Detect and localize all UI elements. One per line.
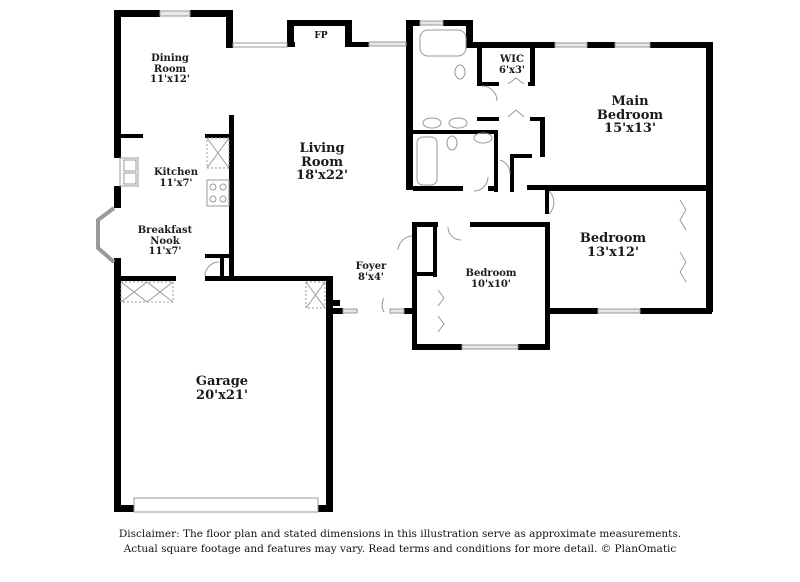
room-garage: Garage 20'x21' — [196, 375, 248, 402]
disclaimer-line-1: Disclaimer: The floor plan and stated di… — [118, 528, 682, 540]
room-name: Main — [611, 94, 649, 109]
fireplace-label: FP — [314, 31, 327, 41]
room-dimensions: 10'x10' — [471, 278, 511, 290]
room-foyer: Foyer 8'x4' — [355, 261, 387, 283]
disclaimer: Disclaimer: The floor plan and stated di… — [0, 527, 800, 557]
room-dimensions: 11'x12' — [150, 74, 190, 85]
room-dimensions: 13'x12' — [587, 244, 639, 260]
room-name: Room — [301, 154, 343, 170]
room-name: Living — [299, 141, 345, 156]
room-dimensions: 11'x7' — [148, 246, 182, 257]
room-dimensions: 20'x21' — [196, 387, 248, 403]
room-name: WIC — [500, 54, 524, 65]
room-name: Room — [153, 63, 187, 75]
room-wic: WIC 6'x3' — [498, 54, 526, 76]
room-living: Living Room 18'x22' — [296, 142, 348, 183]
room-name: Bedroom — [465, 268, 517, 279]
room-name: Bedroom — [596, 107, 664, 123]
room-name: Foyer — [355, 261, 387, 272]
disclaimer-line-2: Actual square footage and features may v… — [123, 543, 677, 555]
room-dimensions: 11'x7' — [159, 177, 193, 189]
room-bedroom-3: Bedroom 10'x10' — [465, 268, 517, 290]
room-kitchen: Kitchen 11'x7' — [153, 167, 199, 189]
room-name: Bedroom — [579, 231, 647, 246]
room-name: Dining — [151, 53, 189, 64]
room-dimensions: 8'x4' — [357, 271, 385, 283]
room-name: Garage — [195, 374, 249, 389]
room-name: Nook — [150, 235, 180, 247]
room-breakfast-nook: Breakfast Nook 11'x7' — [137, 225, 193, 258]
room-dining: Dining Room 11'x12' — [150, 53, 190, 86]
room-dimensions: 18'x22' — [296, 168, 348, 184]
room-main-bedroom: Main Bedroom 15'x13' — [597, 95, 663, 136]
room-bedroom-2: Bedroom 13'x12' — [580, 232, 646, 259]
room-dimensions: 6'x3' — [498, 64, 526, 76]
room-name: Breakfast — [137, 225, 193, 236]
room-dimensions: 15'x13' — [604, 121, 656, 137]
room-name: Kitchen — [153, 167, 199, 178]
